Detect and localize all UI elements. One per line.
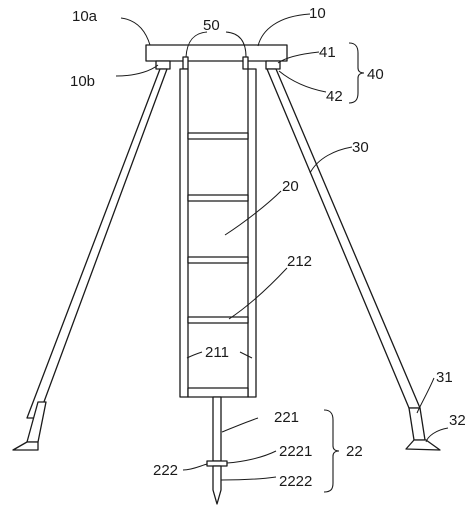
leader-20 [224,190,282,236]
label-31: 31 [436,369,453,386]
label-10b: 10b [70,73,95,90]
left-leg-foot-section [26,401,47,443]
label-41: 41 [319,44,336,61]
label-50: 50 [203,17,220,34]
label-212: 212 [287,253,312,270]
ladder-right-rail [247,68,257,398]
left-hinge-block [155,60,171,70]
label-211: 211 [205,344,229,361]
top-connector-right-tab [242,56,249,70]
label-32: 32 [449,412,466,429]
anchor-rod [212,396,222,462]
leader-222 [182,463,208,471]
top-connector-left-tab [182,56,189,70]
leader-2222 [220,476,277,481]
ladder-rung-3 [187,256,249,264]
label-30: 30 [352,139,369,156]
label-42: 42 [326,88,343,105]
left-leg-foot [12,441,39,451]
leader-10b [115,64,159,77]
label-222: 222 [153,462,178,479]
leader-42 [278,70,327,93]
brace-40 [348,42,365,104]
leader-50-left [185,31,208,58]
leader-221 [221,417,259,433]
leader-212 [228,267,288,320]
label-22: 22 [346,443,363,460]
leader-41 [277,51,320,64]
right-leg [266,68,421,409]
leader-31 [416,377,435,414]
leader-211-right [239,351,253,359]
anchor-spike [212,465,222,505]
leader-2221 [226,450,277,464]
ladder-rung-1 [187,132,249,140]
right-leg-foot [405,439,441,451]
anchor-flange [206,460,228,467]
leader-32 [425,427,449,443]
brace-22 [323,409,340,493]
label-40: 40 [367,66,384,83]
label-20: 20 [282,178,299,195]
top-plate [145,44,288,62]
label-221: 221 [274,409,299,426]
label-10a: 10a [72,8,98,25]
leader-30 [309,146,353,174]
right-hinge-block [265,60,281,70]
ladder-rung-2 [187,194,249,202]
leader-10 [257,13,311,47]
leader-10a [120,17,151,46]
ladder-bottom-rung [187,387,249,398]
ladder-left-rail [179,68,189,398]
label-2221: 2221 [279,443,312,460]
label-2222: 2222 [279,473,312,490]
left-leg [26,68,168,419]
label-10: 10 [309,5,326,22]
leader-50-right [225,31,247,58]
leader-211-left [186,351,203,359]
ladder-rung-4 [187,316,249,324]
